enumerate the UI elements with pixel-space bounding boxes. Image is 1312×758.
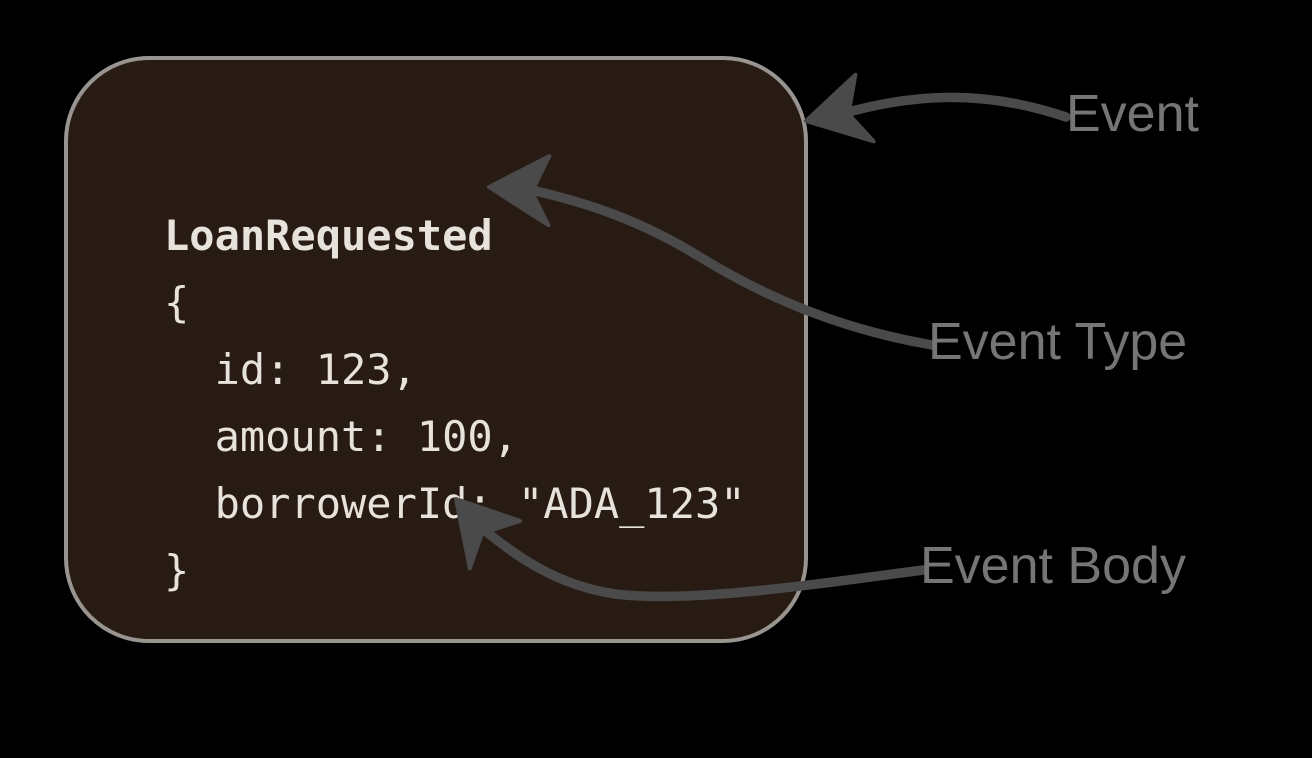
event-type-name: LoanRequested: [164, 211, 493, 260]
event-body-line: amount: 100,: [164, 412, 519, 461]
event-type-label: Event Type: [928, 313, 1188, 371]
event-body-line: id: 123,: [164, 345, 417, 394]
event-code-block: LoanRequested { id: 123, amount: 100, bo…: [164, 202, 746, 604]
event-body-line: }: [164, 546, 190, 595]
event-body-line: {: [164, 278, 190, 327]
event-card: LoanRequested { id: 123, amount: 100, bo…: [64, 56, 808, 643]
event-label: Event: [1066, 85, 1199, 143]
event-body-line: borrowerId: "ADA_123": [164, 479, 746, 528]
event-body-label: Event Body: [920, 537, 1186, 595]
event-arrow-icon: [804, 72, 1071, 144]
